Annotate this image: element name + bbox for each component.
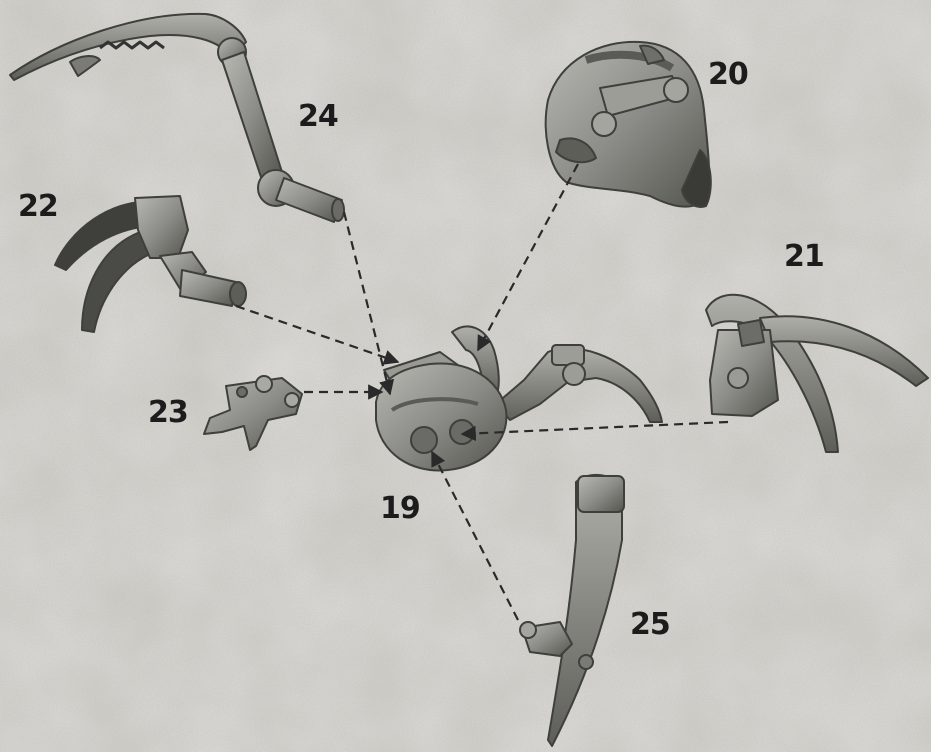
label-part-21: 21 [784,242,824,272]
label-part-23: 23 [148,398,188,428]
label-part-19: 19 [380,494,420,524]
label-part-25: 25 [630,610,670,640]
part-20-head [546,42,711,207]
label-part-22: 22 [18,192,58,222]
label-part-20: 20 [708,60,748,90]
label-part-24: 24 [298,102,338,132]
